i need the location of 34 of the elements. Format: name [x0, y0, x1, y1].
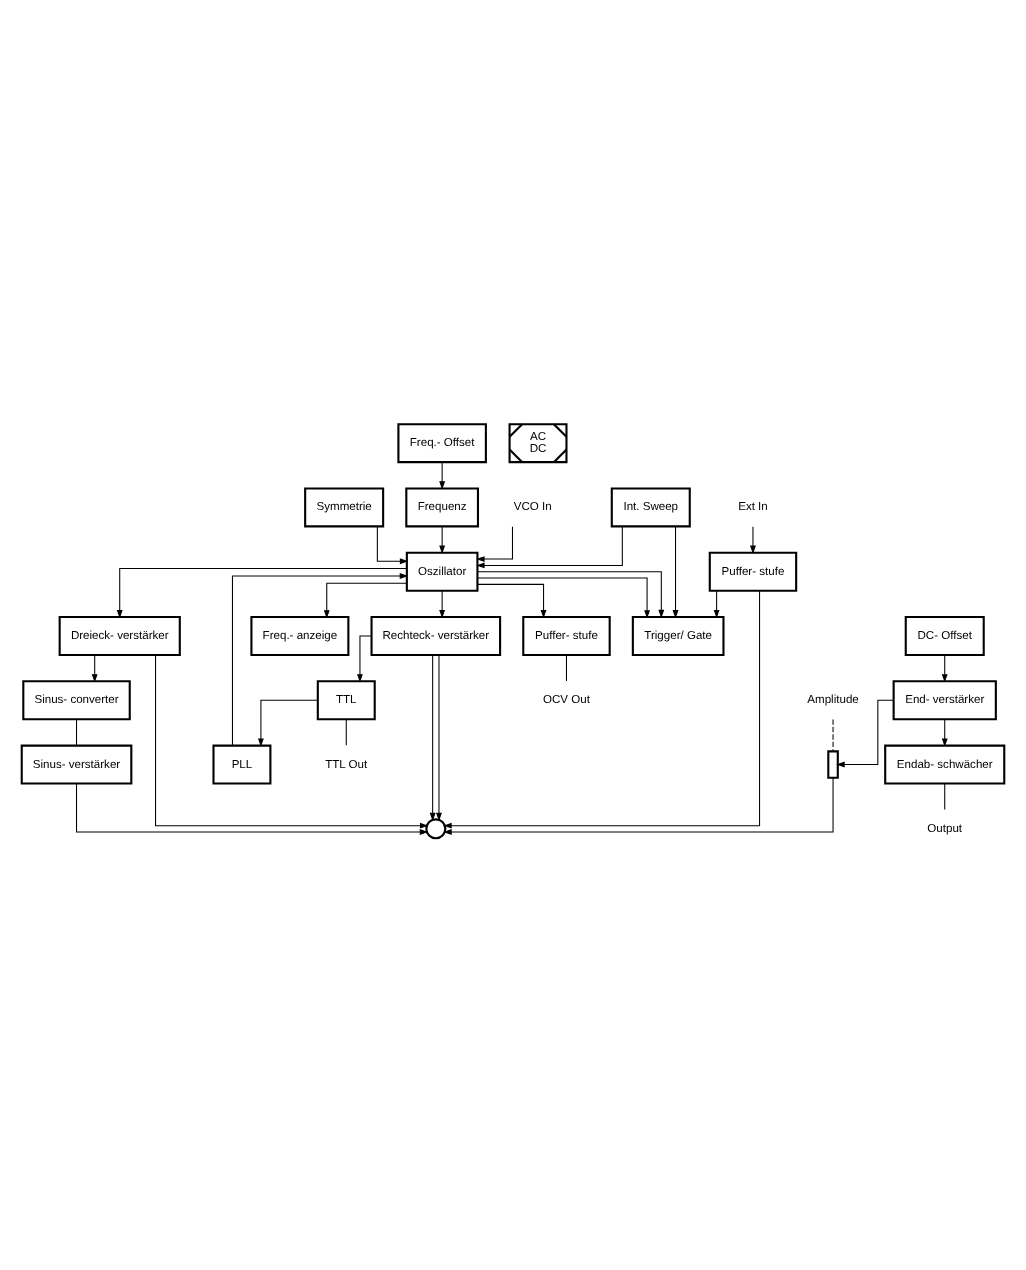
arrow — [429, 653, 436, 821]
arrow — [836, 698, 894, 767]
arrow — [941, 653, 948, 682]
arrow — [323, 581, 408, 618]
connector — [565, 653, 567, 681]
arrow — [477, 576, 651, 618]
connector — [832, 718, 834, 751]
arrow — [443, 776, 834, 834]
arrow — [231, 572, 409, 745]
arrow — [941, 718, 948, 746]
arrow — [476, 524, 623, 568]
arrow — [376, 525, 409, 564]
arrow — [155, 653, 429, 828]
arrow — [477, 582, 547, 618]
arrow — [91, 653, 98, 682]
arrow — [672, 524, 679, 618]
arrow — [76, 782, 429, 834]
arrow — [443, 589, 761, 828]
arrow — [713, 589, 720, 618]
arrow — [439, 589, 446, 618]
arrow — [750, 525, 756, 554]
arrow — [357, 634, 372, 682]
arrow — [476, 525, 513, 562]
arrow — [436, 653, 442, 821]
arrow — [257, 698, 318, 746]
connector — [944, 782, 946, 810]
arrow — [439, 460, 446, 489]
node-switch — [425, 817, 447, 839]
arrow — [116, 567, 408, 618]
arrow — [439, 525, 446, 554]
node-box — [827, 749, 839, 778]
arrow — [477, 570, 665, 618]
connector — [345, 718, 347, 745]
connector — [76, 718, 78, 745]
